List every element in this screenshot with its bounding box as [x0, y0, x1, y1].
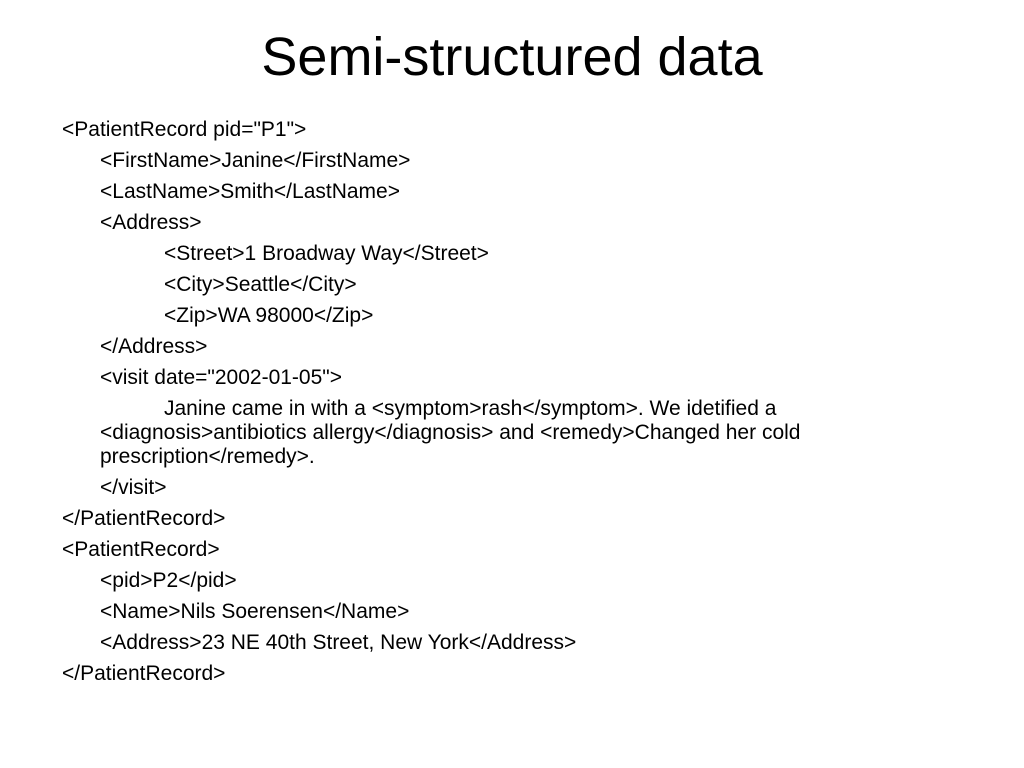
xml-line: <FirstName>Janine</FirstName> — [100, 149, 411, 172]
xml-line: <City>Seattle</City> — [164, 273, 357, 296]
xml-line: <Address> — [100, 211, 202, 234]
xml-line: <LastName>Smith</LastName> — [100, 180, 400, 203]
xml-line: <PatientRecord pid="P1"> — [62, 118, 307, 141]
xml-line: <Name>Nils Soerensen</Name> — [100, 600, 410, 623]
xml-line: <Address>23 NE 40th Street, New York</Ad… — [100, 631, 577, 654]
xml-content: <PatientRecord pid="P1"> <FirstName>Jani… — [62, 118, 962, 693]
xml-line: </PatientRecord> — [62, 662, 226, 685]
xml-line: <PatientRecord> — [62, 538, 220, 561]
slide-title: Semi-structured data — [261, 27, 763, 87]
xml-line: </Address> — [100, 335, 208, 358]
xml-line: </visit> — [100, 476, 167, 499]
xml-line: <Zip>WA 98000</Zip> — [164, 304, 374, 327]
xml-line: </PatientRecord> — [62, 507, 226, 530]
xml-line: <visit date="2002-01-05"> — [100, 366, 342, 389]
xml-line: <pid>P2</pid> — [100, 569, 237, 592]
visit-paragraph: Janine came in with a <symptom>rash</sym… — [100, 397, 801, 468]
xml-line: <Street>1 Broadway Way</Street> — [164, 242, 489, 265]
